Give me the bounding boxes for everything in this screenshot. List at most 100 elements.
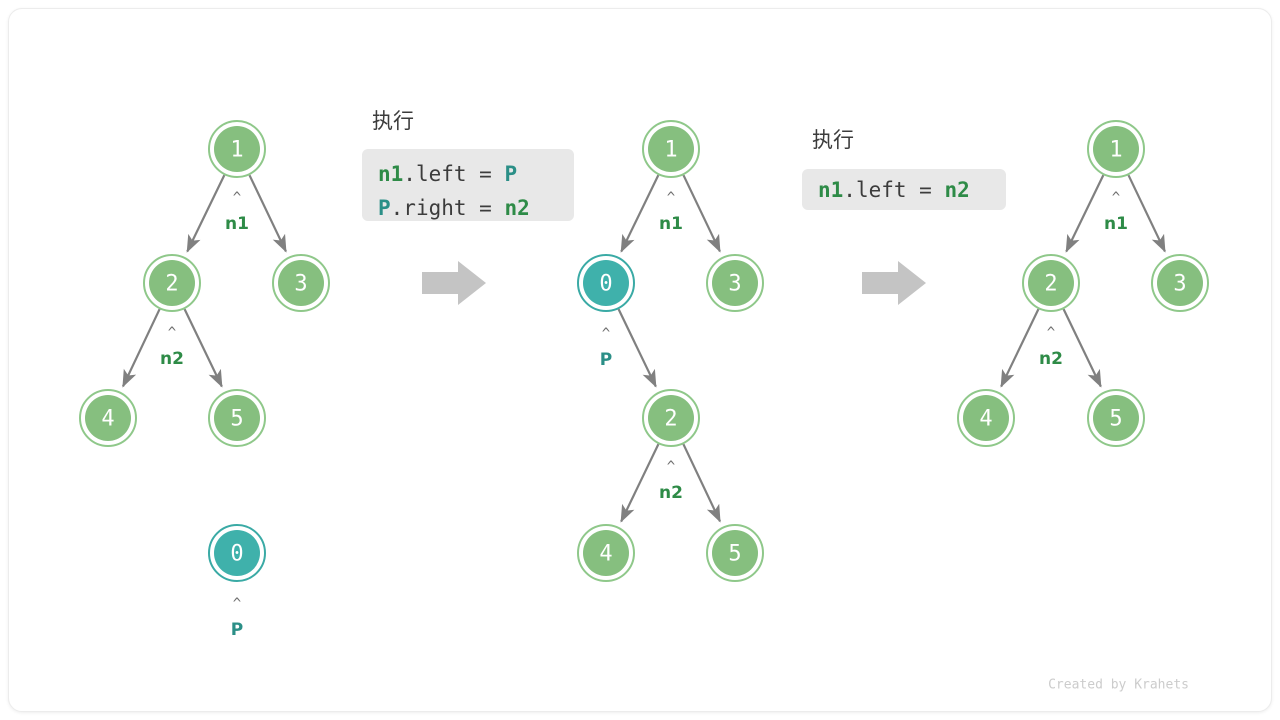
- node-value: 2: [664, 407, 677, 432]
- step-arrow-1-icon: [422, 261, 486, 305]
- step-arrows-layer: [422, 261, 926, 305]
- tree-node-5[interactable]: 5: [208, 389, 266, 447]
- node-outer-ring: [706, 524, 764, 582]
- node-outer-ring: [1022, 254, 1080, 312]
- pointer-caret-icon: ^: [667, 190, 675, 206]
- node-body: [583, 260, 629, 306]
- node-outer-ring: [208, 120, 266, 178]
- node-outer-ring: [706, 254, 764, 312]
- node-body: [214, 530, 260, 576]
- pointer-label: n2: [160, 349, 184, 369]
- tree-edge: [121, 308, 161, 388]
- pointer-caret-icon: ^: [667, 459, 675, 475]
- code-token: .right =: [391, 196, 505, 220]
- node-value: 0: [599, 272, 612, 297]
- pointer-P: ^P: [600, 326, 612, 370]
- node-outer-ring: [642, 120, 700, 178]
- tree-node-4[interactable]: 4: [79, 389, 137, 447]
- node-outer-ring: [208, 389, 266, 447]
- tree-edge: [682, 174, 721, 253]
- tree-node-3[interactable]: 3: [1151, 254, 1209, 312]
- node-outer-ring: [79, 389, 137, 447]
- node-body: [1093, 395, 1139, 441]
- node-body: [85, 395, 131, 441]
- node-value: 4: [599, 542, 612, 567]
- node-value: 3: [294, 272, 307, 297]
- tree-edge: [682, 443, 722, 523]
- node-body: [1093, 126, 1139, 172]
- node-value: 4: [979, 407, 992, 432]
- pointer-label: n1: [1104, 214, 1128, 234]
- code-token: n2: [944, 178, 969, 202]
- node-value: 1: [230, 138, 243, 163]
- node-body: [278, 260, 324, 306]
- code-token: n2: [504, 196, 529, 220]
- tree-node-1[interactable]: 1: [208, 120, 266, 178]
- tree-node-4[interactable]: 4: [577, 524, 635, 582]
- node-body: [1157, 260, 1203, 306]
- tree-node-4[interactable]: 4: [957, 389, 1015, 447]
- pointer-label: P: [231, 620, 243, 640]
- node-outer-ring: [1087, 389, 1145, 447]
- pointer-label: n2: [659, 483, 683, 503]
- node-value: 1: [1109, 138, 1122, 163]
- node-body: [712, 260, 758, 306]
- node-value: 0: [230, 542, 243, 567]
- node-value: 4: [101, 407, 114, 432]
- node-outer-ring: [577, 254, 635, 312]
- credit-text: Created by Krahets: [1048, 678, 1189, 693]
- code-line: n1.left = n2: [818, 178, 970, 202]
- code-line: P.right = n2: [378, 196, 530, 220]
- tree-node-2[interactable]: 2: [143, 254, 201, 312]
- tree-node-3[interactable]: 3: [272, 254, 330, 312]
- node-body: [149, 260, 195, 306]
- node-body: [1028, 260, 1074, 306]
- code-token: P: [378, 196, 391, 220]
- tree-edge: [1127, 174, 1166, 253]
- node-value: 2: [165, 272, 178, 297]
- step-block-2: 执行 n1.left = n2: [802, 128, 1006, 210]
- tree-edge: [617, 308, 657, 388]
- tree-node-5[interactable]: 5: [706, 524, 764, 582]
- tree-edge: [620, 443, 660, 523]
- code-block-background: [802, 169, 1006, 210]
- code-token: .left =: [843, 178, 944, 202]
- node-value: 5: [1109, 407, 1122, 432]
- step-title: 执行: [372, 109, 414, 133]
- node-body: [214, 126, 260, 172]
- node-body: [583, 530, 629, 576]
- tree-node-2[interactable]: 2: [642, 389, 700, 447]
- pointer-label: P: [600, 350, 612, 370]
- tree-nodes-layer: 1 2 3 4 5 0 1 0 3 2 4 5 1 2 3 4 5: [79, 120, 1209, 582]
- step-title: 执行: [812, 128, 854, 152]
- pointer-n1: ^n1: [1104, 190, 1128, 234]
- tree-node-0[interactable]: 0: [577, 254, 635, 312]
- code-token: P: [504, 162, 517, 186]
- node-value: 3: [1173, 272, 1186, 297]
- tree-node-3[interactable]: 3: [706, 254, 764, 312]
- tree-node-1[interactable]: 1: [642, 120, 700, 178]
- node-value: 2: [1044, 272, 1057, 297]
- code-token: n1: [378, 162, 403, 186]
- pointer-labels-layer: ^n1^n2^P^n1^P^n2^n1^n2: [160, 190, 1128, 640]
- tree-node-0[interactable]: 0: [208, 524, 266, 582]
- node-outer-ring: [143, 254, 201, 312]
- tree-edge: [248, 174, 287, 253]
- tree-edge: [1065, 174, 1105, 253]
- pointer-n2: ^n2: [1039, 325, 1063, 369]
- node-value: 5: [230, 407, 243, 432]
- node-outer-ring: [272, 254, 330, 312]
- tree-node-1[interactable]: 1: [1087, 120, 1145, 178]
- pointer-n1: ^n1: [225, 190, 249, 234]
- tree-node-2[interactable]: 2: [1022, 254, 1080, 312]
- tree-node-5[interactable]: 5: [1087, 389, 1145, 447]
- node-outer-ring: [1151, 254, 1209, 312]
- tree-edge: [1062, 308, 1102, 388]
- node-body: [963, 395, 1009, 441]
- node-body: [214, 395, 260, 441]
- pointer-caret-icon: ^: [1047, 325, 1055, 341]
- pointer-caret-icon: ^: [233, 190, 241, 206]
- node-body: [648, 395, 694, 441]
